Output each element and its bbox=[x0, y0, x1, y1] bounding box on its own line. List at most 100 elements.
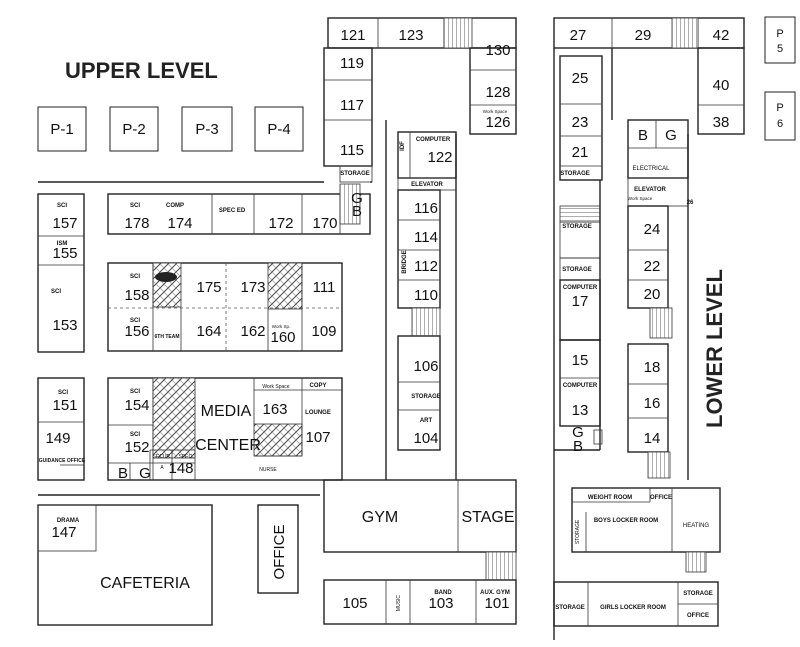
room-158[interactable]: 158 bbox=[124, 287, 149, 304]
room-25[interactable]: 25 bbox=[572, 70, 589, 87]
room-163[interactable]: 163 bbox=[262, 401, 287, 418]
cafeteria-label[interactable]: CAFETERIA bbox=[100, 575, 190, 592]
room-156[interactable]: 156 bbox=[124, 323, 149, 340]
room-27[interactable]: 27 bbox=[570, 27, 587, 44]
room-153[interactable]: 153 bbox=[52, 317, 77, 334]
room-170[interactable]: 170 bbox=[312, 215, 337, 232]
center-label[interactable]: CENTER bbox=[195, 437, 261, 454]
room-117[interactable]: 117 bbox=[340, 97, 364, 114]
room-126[interactable]: 126 bbox=[485, 114, 510, 131]
room-18[interactable]: 18 bbox=[644, 359, 661, 376]
room-151[interactable]: 151 bbox=[52, 397, 77, 414]
room-17[interactable]: 17 bbox=[572, 293, 589, 310]
sci-158-label: SCI bbox=[130, 274, 140, 280]
room-14[interactable]: 14 bbox=[644, 430, 661, 447]
room-164[interactable]: 164 bbox=[196, 323, 221, 340]
sci-157-label: SCI bbox=[57, 203, 67, 209]
room-26[interactable]: 26 bbox=[687, 200, 694, 206]
storage-a-label: STORAGE bbox=[340, 171, 370, 177]
room-101[interactable]: 101 bbox=[484, 595, 509, 612]
stage-label[interactable]: STAGE bbox=[461, 509, 514, 526]
storage-lower-2: STORAGE bbox=[562, 224, 592, 230]
portable-p1[interactable] bbox=[37, 106, 87, 152]
room-23[interactable]: 23 bbox=[572, 114, 589, 131]
room-109[interactable]: 109 bbox=[311, 323, 336, 340]
room-121[interactable]: 121 bbox=[340, 27, 365, 44]
spec-label: SPEC. bbox=[178, 454, 193, 460]
work-space-126-label: Work Space bbox=[483, 109, 508, 114]
media-label[interactable]: MEDIA bbox=[201, 403, 252, 420]
storage-boys-label: STORAGE bbox=[575, 519, 581, 544]
sci-152-label: SCI bbox=[130, 432, 140, 438]
b-147-label: B bbox=[118, 465, 128, 482]
portable-p4[interactable] bbox=[254, 106, 304, 152]
spec-ed-label: SPEC ED bbox=[219, 208, 246, 214]
room-152[interactable]: 152 bbox=[124, 439, 149, 456]
room-16[interactable]: 16 bbox=[644, 395, 661, 412]
room-128[interactable]: 128 bbox=[485, 84, 510, 101]
room-20[interactable]: 20 bbox=[644, 286, 661, 303]
room-29[interactable]: 29 bbox=[635, 27, 652, 44]
room-15[interactable]: 15 bbox=[572, 352, 589, 369]
portable-p2[interactable] bbox=[109, 106, 159, 152]
portable-p6[interactable] bbox=[764, 91, 796, 141]
room-160[interactable]: 160 bbox=[270, 329, 295, 346]
room-114[interactable]: 114 bbox=[414, 229, 438, 246]
p6-label-top: P bbox=[776, 102, 783, 114]
work-space-26-label: Work Space bbox=[628, 196, 653, 201]
storage-lower-1: STORAGE bbox=[560, 171, 590, 177]
copy-label: COPY bbox=[309, 383, 326, 389]
lower-walls bbox=[553, 17, 745, 640]
room-172[interactable]: 172 bbox=[268, 215, 293, 232]
room-155[interactable]: 155 bbox=[52, 245, 77, 262]
g-147-label: G bbox=[139, 465, 151, 482]
room-178[interactable]: 178 bbox=[124, 215, 149, 232]
p1-label: P-1 bbox=[50, 121, 73, 138]
room-21[interactable]: 21 bbox=[572, 144, 589, 161]
room-149[interactable]: 149 bbox=[45, 430, 70, 447]
room-40[interactable]: 40 bbox=[713, 77, 730, 94]
room-148[interactable]: 148 bbox=[168, 460, 193, 477]
room-105[interactable]: 105 bbox=[342, 595, 367, 612]
room-111[interactable]: 111 bbox=[313, 279, 336, 296]
computer-13-label: COMPUTER bbox=[563, 383, 598, 389]
room-173[interactable]: 173 bbox=[240, 279, 265, 296]
p5-label-top: P bbox=[776, 28, 783, 40]
elevator-upper-label: ELEVATOR bbox=[411, 182, 443, 188]
room-116[interactable]: 116 bbox=[414, 200, 438, 217]
room-106[interactable]: 106 bbox=[413, 358, 438, 375]
room-104[interactable]: 104 bbox=[413, 430, 438, 447]
g-top-label: G bbox=[665, 127, 677, 144]
room-175[interactable]: 175 bbox=[196, 279, 221, 296]
office-small-label: OFFICE bbox=[650, 495, 672, 501]
room-110[interactable]: 110 bbox=[414, 287, 438, 304]
room-24[interactable]: 24 bbox=[644, 221, 661, 238]
room-42[interactable]: 42 bbox=[713, 27, 730, 44]
room-112[interactable]: 112 bbox=[414, 258, 438, 275]
room-13[interactable]: 13 bbox=[572, 402, 589, 419]
room-107[interactable]: 107 bbox=[305, 429, 330, 446]
p3-label: P-3 bbox=[195, 121, 218, 138]
room-22[interactable]: 22 bbox=[644, 258, 661, 275]
room-162[interactable]: 162 bbox=[240, 323, 265, 340]
ism-label: ISM bbox=[57, 241, 68, 247]
room-123[interactable]: 123 bbox=[398, 27, 423, 44]
p2-label: P-2 bbox=[122, 121, 145, 138]
room-38[interactable]: 38 bbox=[713, 114, 730, 131]
room-174[interactable]: 174 bbox=[167, 215, 192, 232]
room-119[interactable]: 119 bbox=[340, 55, 364, 72]
portable-p3[interactable] bbox=[181, 106, 233, 152]
room-122[interactable]: 122 bbox=[427, 149, 452, 166]
b-upper-label: B bbox=[352, 203, 362, 220]
room-103[interactable]: 103 bbox=[428, 595, 453, 612]
room-157[interactable]: 157 bbox=[52, 215, 77, 232]
room-154[interactable]: 154 bbox=[124, 397, 149, 414]
gym-label[interactable]: GYM bbox=[362, 509, 398, 526]
room-115[interactable]: 115 bbox=[340, 142, 364, 159]
room-130[interactable]: 130 bbox=[485, 42, 510, 59]
office-label[interactable]: OFFICE bbox=[271, 525, 288, 580]
work-sp-label: Work Sp. bbox=[272, 324, 290, 329]
room-147[interactable]: 147 bbox=[51, 524, 76, 541]
small-labels: COMPUTER IDF STORAGE ELEVATOR Work Space… bbox=[39, 109, 713, 619]
portable-p5[interactable] bbox=[764, 16, 796, 64]
